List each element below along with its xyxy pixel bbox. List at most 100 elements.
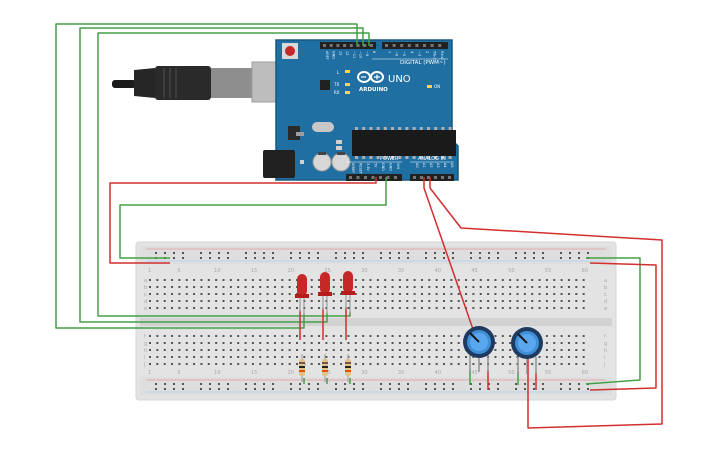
power-analog-pins[interactable] — [349, 176, 451, 179]
header-pin[interactable] — [438, 44, 442, 47]
header-pin[interactable] — [407, 44, 411, 47]
header-pin[interactable] — [427, 176, 430, 179]
header-pin[interactable] — [434, 176, 437, 179]
header-pin[interactable] — [369, 44, 373, 47]
breadboard[interactable]: 1155101015152020252530303535404045455050… — [135, 241, 617, 401]
led-1[interactable] — [295, 274, 309, 316]
pin-label: VIN — [396, 163, 400, 169]
header-pin[interactable] — [415, 44, 419, 47]
svg-text:RX: RX — [334, 90, 340, 95]
digital-pins[interactable] — [323, 44, 442, 47]
pin-label: RESET — [359, 163, 363, 175]
column-number: 30 — [361, 370, 367, 376]
column-number: 5 — [177, 268, 180, 274]
resistor-1[interactable] — [299, 354, 305, 382]
header-pin[interactable] — [379, 176, 382, 179]
header-pin[interactable] — [336, 44, 340, 47]
row-letter: e — [604, 306, 607, 312]
header-pin[interactable] — [323, 44, 326, 47]
column-number: 45 — [471, 370, 477, 376]
header-pin[interactable] — [413, 176, 416, 179]
header-pin[interactable] — [441, 176, 444, 179]
header-pin[interactable] — [364, 176, 367, 179]
header-pin[interactable] — [349, 44, 353, 47]
header-pin[interactable] — [356, 44, 360, 47]
row-letter: j — [143, 362, 145, 368]
potentiometer-1[interactable] — [463, 326, 495, 372]
header-pin[interactable] — [386, 176, 390, 179]
row-letter: f — [144, 334, 146, 340]
digital-header-right — [382, 42, 448, 49]
column-number: 1 — [148, 370, 151, 376]
column-number: 15 — [251, 268, 257, 274]
led-2[interactable] — [318, 272, 332, 314]
pin-label: TX▹1 — [433, 50, 437, 59]
row-letter: c — [604, 292, 607, 298]
header-pin[interactable] — [448, 176, 451, 179]
wire-red-5v-rail[interactable] — [109, 177, 377, 264]
header-pin[interactable] — [400, 44, 404, 47]
brand-label: ARDUINO — [359, 87, 388, 93]
header-pin[interactable] — [349, 176, 352, 179]
pin-label: GND — [389, 163, 393, 171]
row-letter: f — [604, 334, 606, 340]
power-header-label: POWER — [380, 156, 399, 162]
row-letter: g — [604, 341, 607, 347]
wire-green-rail-loop[interactable] — [585, 257, 641, 385]
row-letter: h — [144, 348, 147, 354]
crystal-oscillator — [312, 122, 334, 132]
wire-green-pin11-led3[interactable] — [97, 32, 370, 317]
row-letter: c — [144, 292, 147, 298]
svg-text:ON: ON — [434, 84, 440, 89]
analog-header-label: ANALOG IN — [418, 156, 446, 162]
header-pin[interactable] — [356, 176, 360, 179]
potentiometer-2[interactable] — [511, 327, 543, 374]
row-letter: b — [604, 285, 607, 291]
header-pin[interactable] — [329, 44, 333, 47]
pin-label: AREF — [325, 51, 329, 60]
header-pin[interactable] — [371, 176, 375, 179]
header-pin[interactable] — [343, 44, 347, 47]
atmega-chip — [352, 130, 456, 156]
column-number: 35 — [398, 268, 404, 274]
pin-label: 2 — [425, 51, 429, 53]
on-led — [427, 85, 432, 88]
row-letter: e — [144, 306, 147, 312]
wire-red-a1-pot2[interactable] — [429, 177, 663, 429]
svg-text:TX: TX — [333, 82, 339, 87]
reset-button[interactable] — [285, 46, 295, 56]
wires[interactable] — [55, 23, 663, 429]
digital-header-label: DIGITAL (PWM~) — [400, 60, 446, 66]
header-pin[interactable] — [385, 44, 388, 47]
header-pin[interactable] — [392, 44, 396, 47]
led-3[interactable] — [341, 271, 355, 313]
usb-controller-chip — [320, 80, 330, 90]
resistor-3[interactable] — [345, 354, 351, 382]
row-letter: h — [604, 348, 607, 354]
header-pin[interactable] — [363, 44, 367, 47]
wire-red-rail-loop[interactable] — [589, 262, 657, 391]
column-number: 45 — [471, 268, 477, 274]
header-pin[interactable] — [394, 176, 397, 179]
column-number: 40 — [435, 268, 441, 274]
resistor-2[interactable] — [322, 354, 328, 382]
wire-green-gnd-rail[interactable] — [119, 177, 387, 259]
header-pin[interactable] — [420, 176, 423, 179]
header-pin[interactable] — [423, 44, 426, 47]
pin-label: ~11 — [352, 51, 356, 58]
wire-red-a0-pot1[interactable] — [423, 177, 477, 339]
analog-header — [410, 174, 454, 181]
pin-label: GND — [332, 51, 336, 59]
pin-label: IOREF — [351, 163, 355, 173]
breadboard-holes[interactable] — [149, 252, 589, 390]
column-number: 10 — [214, 370, 220, 376]
column-number: 5 — [177, 370, 180, 376]
header-pin[interactable] — [430, 44, 434, 47]
wire-green-pin12-led2[interactable] — [79, 27, 364, 323]
row-letter: j — [603, 362, 605, 368]
column-number: 35 — [398, 370, 404, 376]
row-letter: g — [144, 341, 147, 347]
